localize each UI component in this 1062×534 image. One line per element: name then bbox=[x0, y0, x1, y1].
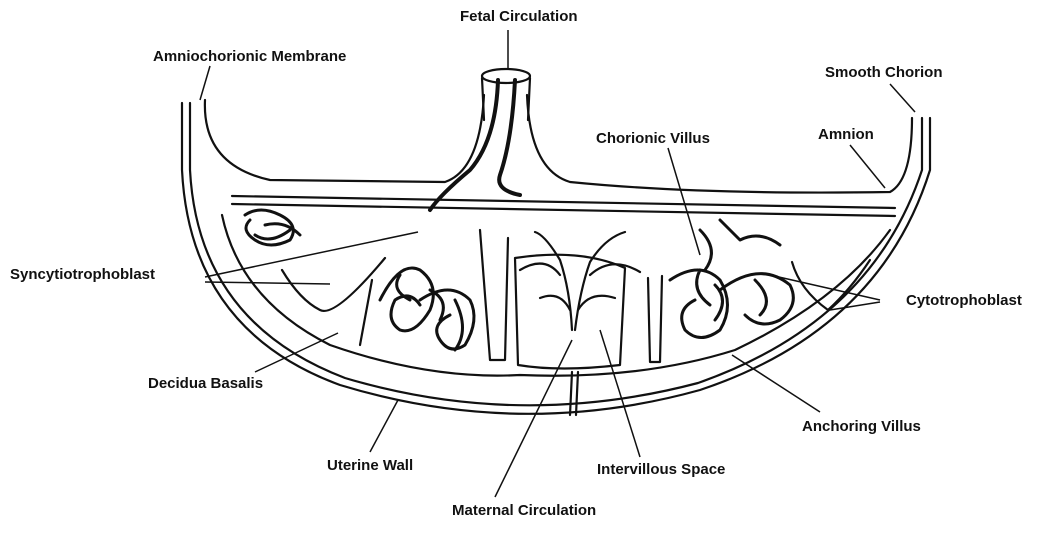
label-anchoring-villus: Anchoring Villus bbox=[802, 418, 921, 436]
amniochorionic-membrane bbox=[205, 95, 484, 182]
leader-smooth-chorion bbox=[890, 84, 915, 112]
maternal-jet bbox=[520, 264, 560, 275]
label-cytotrophoblast: Cytotrophoblast bbox=[906, 292, 1022, 310]
leader-amniochorionic bbox=[200, 66, 210, 100]
leader-maternal-circulation bbox=[495, 340, 572, 497]
septum bbox=[648, 276, 662, 362]
maternal-jet bbox=[590, 264, 640, 275]
leader-anchoring-villus bbox=[732, 355, 820, 412]
label-smooth-chorion: Smooth Chorion bbox=[825, 64, 942, 82]
leader-chorionic-villus bbox=[668, 148, 700, 255]
leader-syncytiotrophoblast-1 bbox=[205, 232, 418, 277]
label-intervillous-space: Intervillous Space bbox=[597, 461, 725, 479]
villous-tree bbox=[700, 220, 780, 270]
maternal-jet bbox=[575, 232, 625, 330]
label-uterine-wall: Uterine Wall bbox=[327, 457, 413, 475]
maternal-jet bbox=[540, 296, 570, 310]
label-maternal-circulation: Maternal Circulation bbox=[452, 502, 596, 520]
label-chorionic-villus: Chorionic Villus bbox=[596, 130, 710, 148]
umbilical-vessel bbox=[499, 80, 520, 195]
label-fetal-circulation: Fetal Circulation bbox=[460, 8, 578, 26]
maternal-jet bbox=[535, 232, 572, 330]
maternal-spiral-artery bbox=[570, 372, 572, 415]
septum bbox=[360, 280, 372, 345]
villous-tree bbox=[720, 274, 793, 324]
maternal-jet bbox=[578, 296, 615, 310]
leader-uterine-wall bbox=[370, 400, 398, 452]
septum bbox=[282, 258, 385, 311]
label-amnion: Amnion bbox=[818, 126, 874, 144]
villous-tree bbox=[380, 268, 443, 331]
umbilical-cord-opening bbox=[482, 69, 530, 83]
label-syncytiotrophoblast: Syncytiotrophoblast bbox=[10, 266, 155, 284]
umbilical-vessel bbox=[430, 80, 498, 210]
leader-amnion bbox=[850, 145, 885, 188]
villous-tree bbox=[245, 210, 300, 245]
label-amniochorionic-membrane: Amniochorionic Membrane bbox=[153, 48, 346, 66]
septum bbox=[480, 230, 508, 360]
villous-tree bbox=[420, 290, 474, 350]
label-decidua-basalis: Decidua Basalis bbox=[148, 375, 263, 393]
villous-tree bbox=[670, 270, 728, 338]
